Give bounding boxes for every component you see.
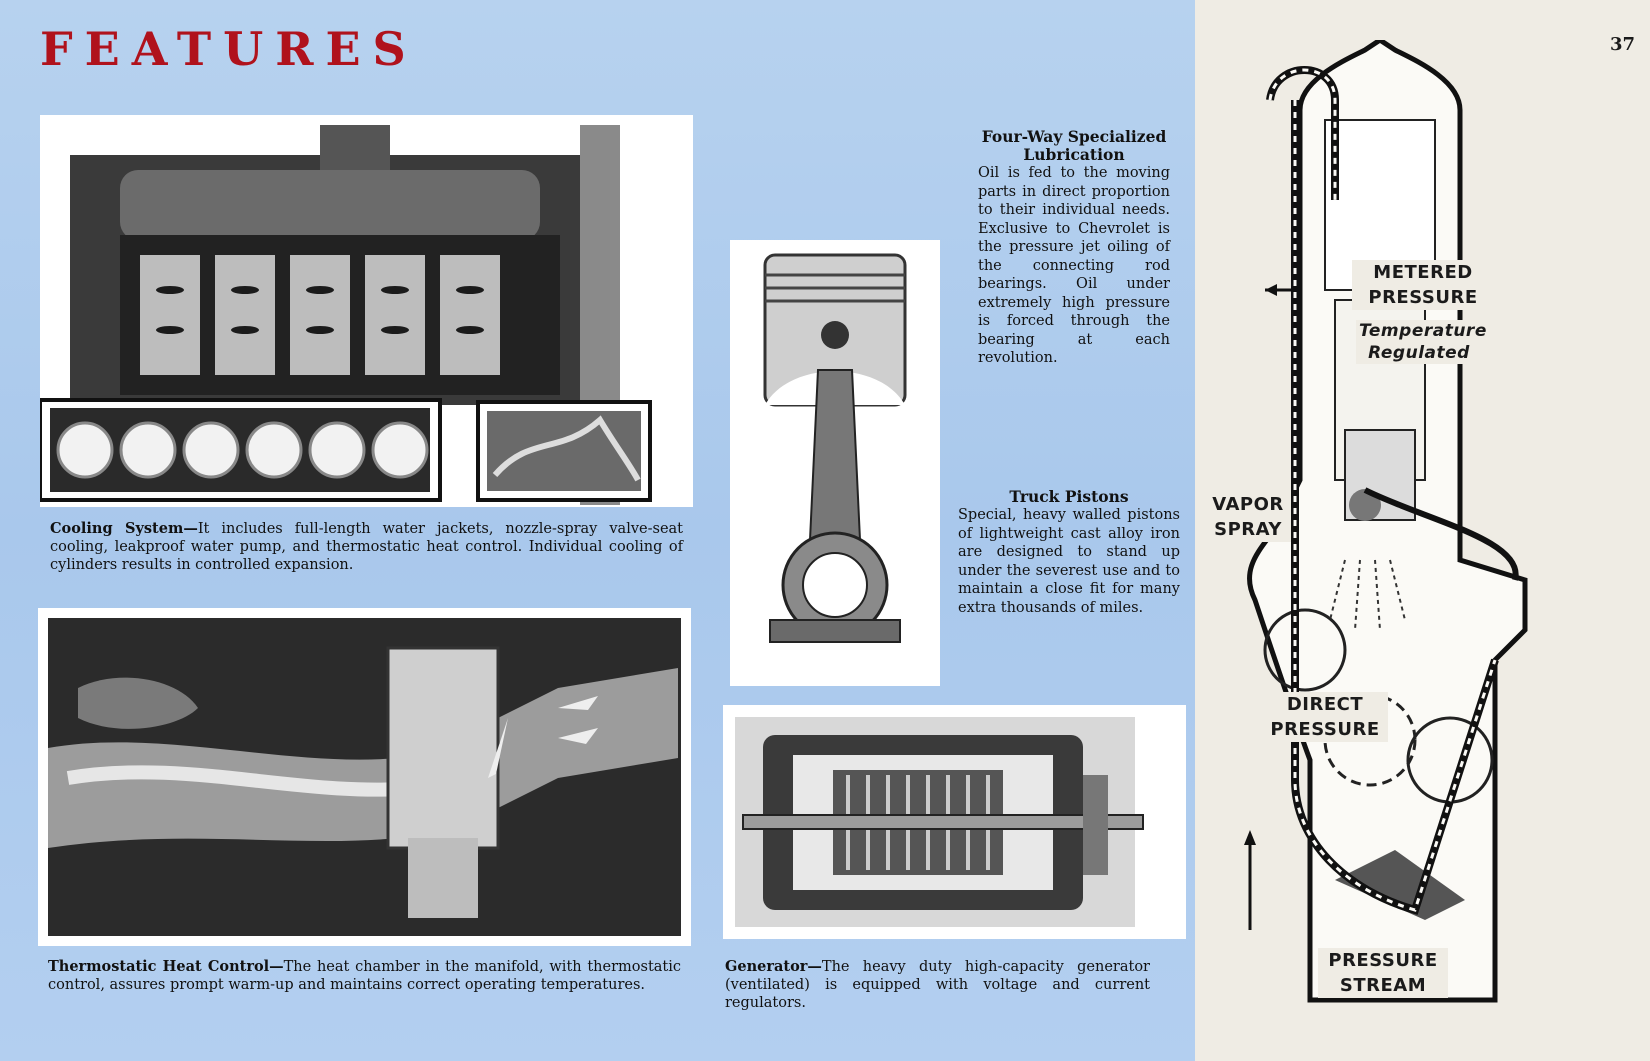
heat-caption-head: Thermostatic Heat Control— <box>48 958 284 975</box>
cooling-system-photo <box>40 115 693 507</box>
pistons-text: Special, heavy walled pistons of lightwe… <box>958 507 1180 616</box>
heat-control-caption: Thermostatic Heat Control—The heat chamb… <box>48 958 681 994</box>
cooling-system-caption: Cooling System—It includes full-length w… <box>50 520 683 574</box>
generator-caption: Generator—The heavy duty high-capacity g… <box>725 958 1150 1012</box>
generator-caption-head: Generator— <box>725 958 822 975</box>
cooling-caption-text: It includes full-length water jackets, n… <box>50 521 683 573</box>
page-title: FEATURES <box>40 22 418 76</box>
pressure-stream-label: PRESSURE STREAM <box>1318 948 1448 998</box>
cooling-caption-head: Cooling System— <box>50 520 198 537</box>
piston-photo <box>730 240 940 686</box>
heat-caption-text: The heat chamber in the manifold, with t… <box>48 959 681 993</box>
pistons-heading: Truck Pistons <box>1009 487 1129 506</box>
temperature-regulated-label: Temperature Regulated <box>1356 320 1486 364</box>
direct-pressure-label: DIRECT PRESSURE <box>1262 692 1388 742</box>
lubrication-text: Oil is fed to the moving parts in direct… <box>978 165 1170 366</box>
generator-photo <box>723 705 1186 939</box>
generator-caption-text: The heavy duty high-capacity generator (… <box>725 959 1150 1011</box>
lubrication-heading: Four-Way Specialized Lubrication <box>981 127 1167 164</box>
page-number: 37 <box>1610 34 1636 55</box>
lubrication-diagram <box>1244 40 1528 1003</box>
lubrication-sidebar: Four-Way Specialized Lubrication Oil is … <box>978 128 1170 368</box>
pistons-sidebar: Truck Pistons Special, heavy walled pist… <box>958 488 1180 617</box>
heat-control-photo <box>38 608 691 946</box>
metered-pressure-label: METERED PRESSURE <box>1352 260 1494 310</box>
vapor-spray-label: VAPOR SPRAY <box>1205 492 1291 542</box>
